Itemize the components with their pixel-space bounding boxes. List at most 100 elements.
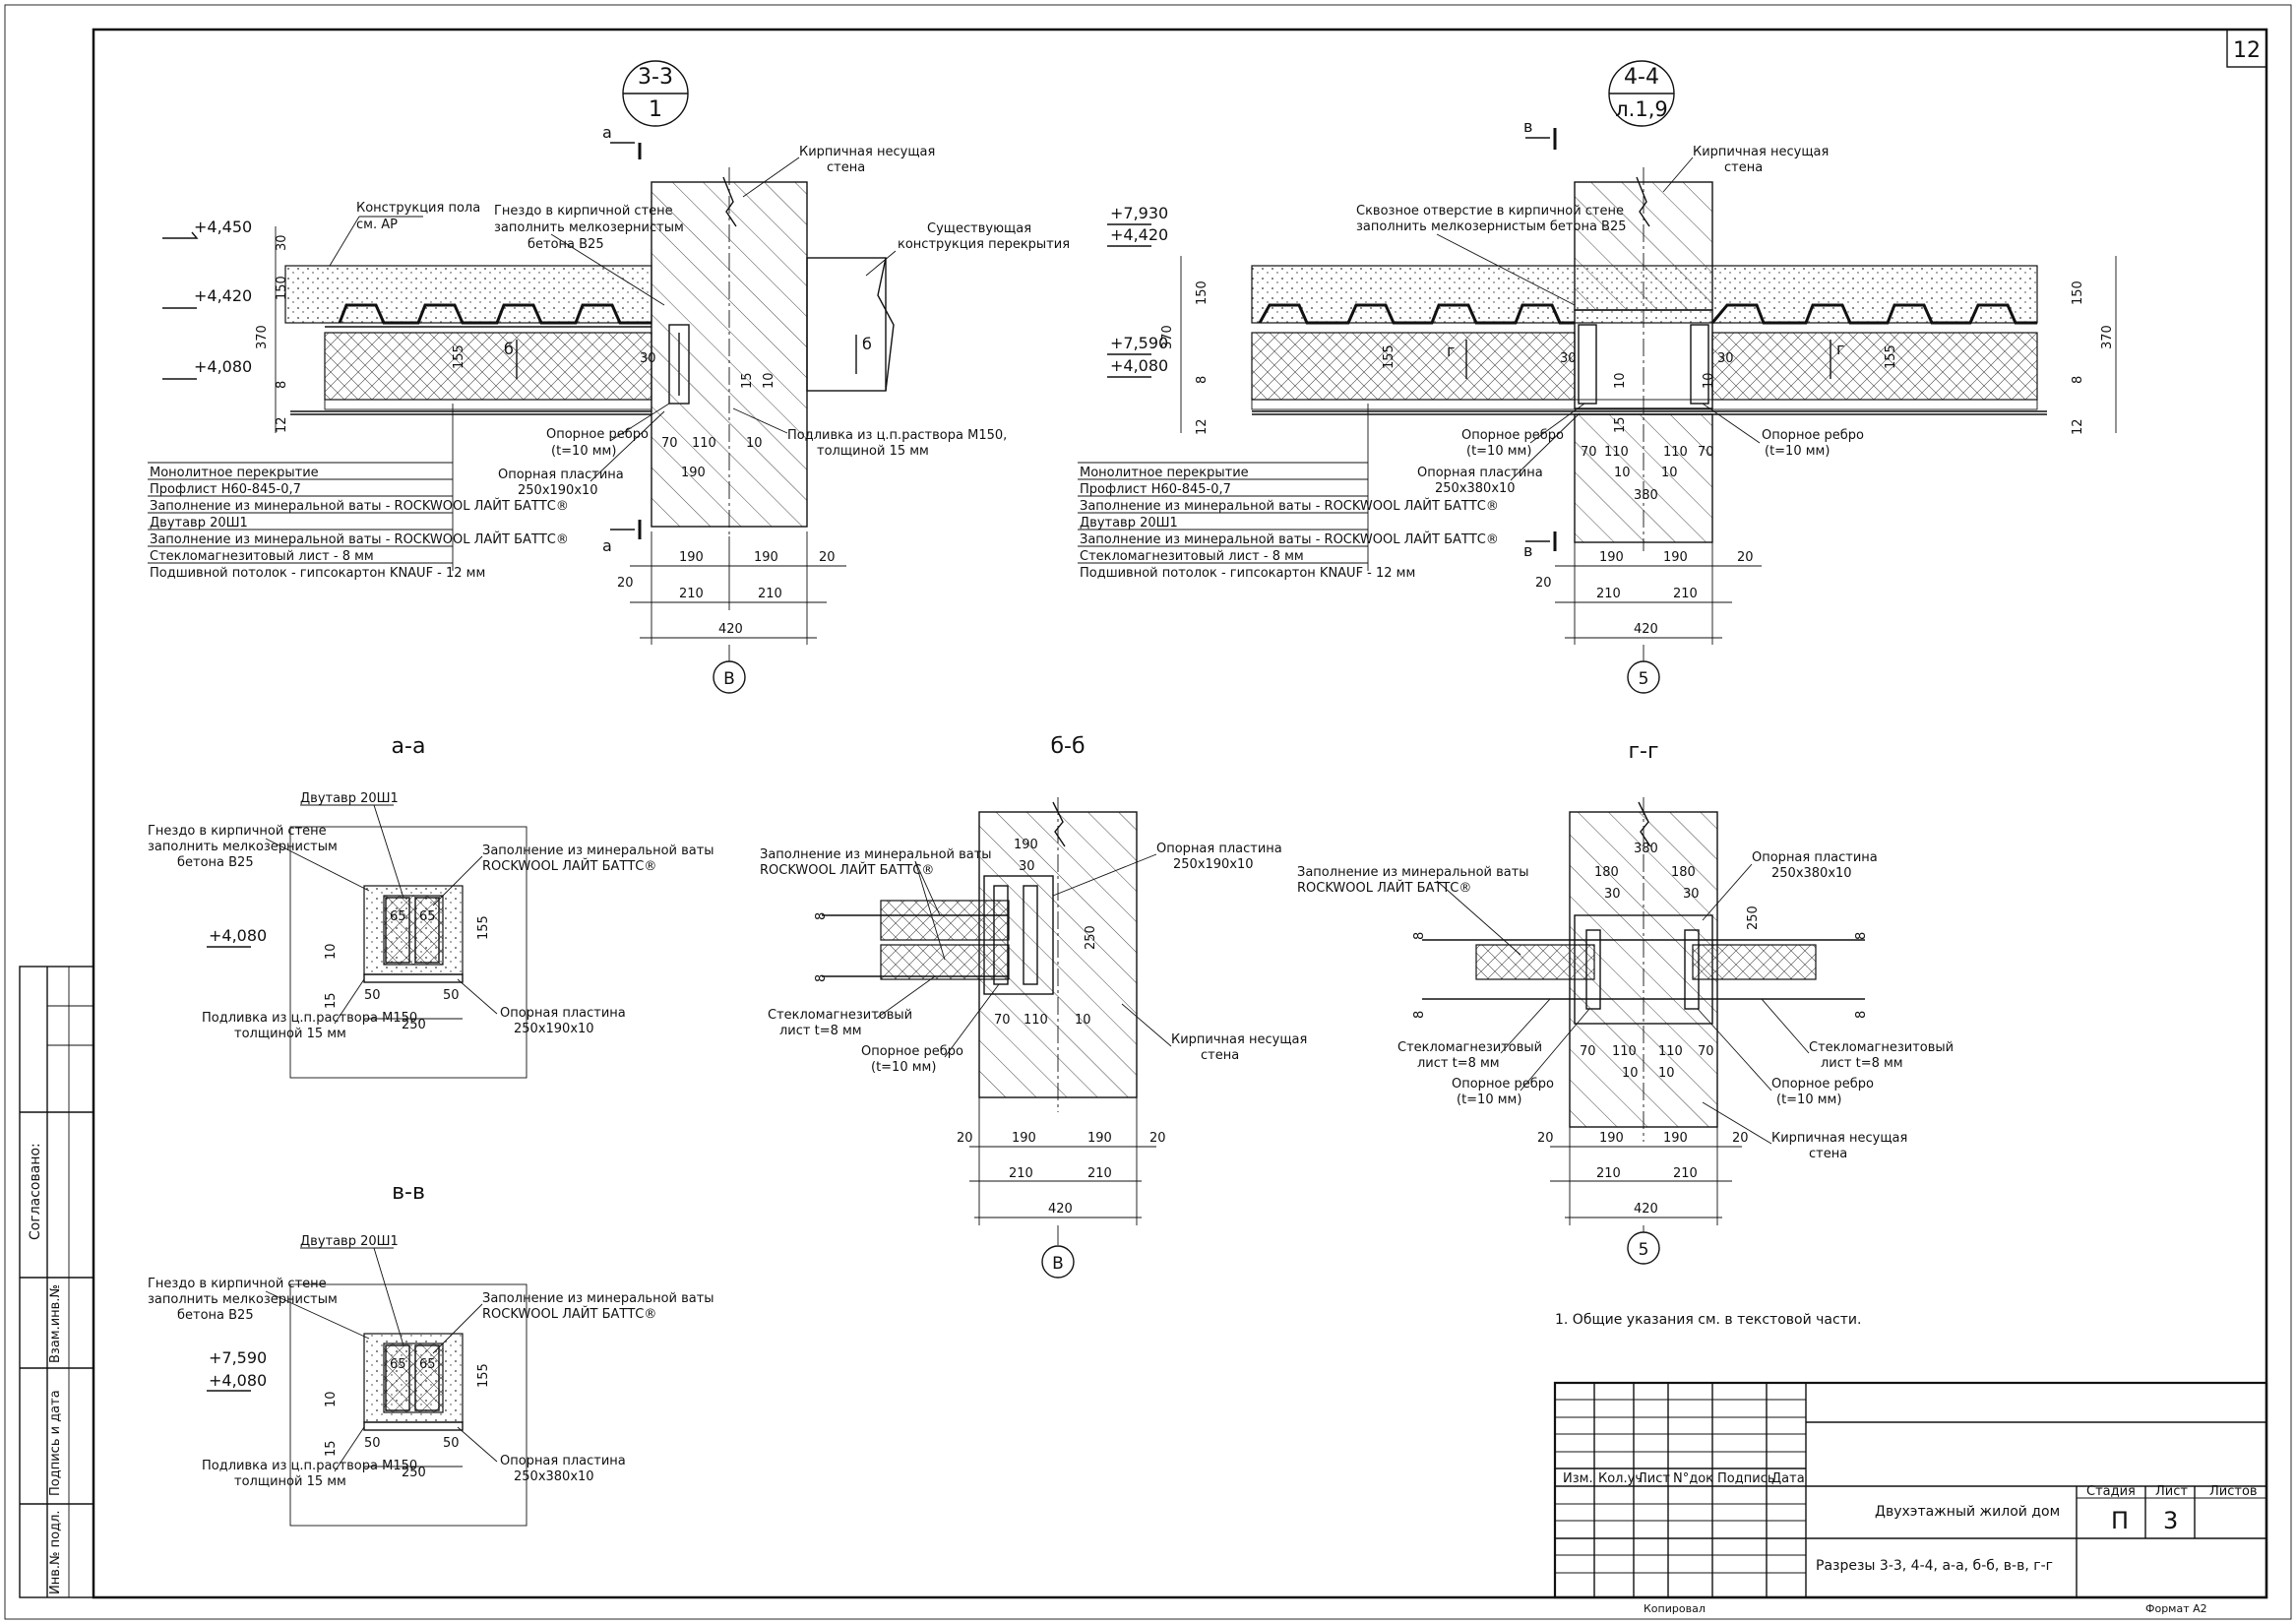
dim-44-10d: 10 — [1661, 466, 1678, 480]
dim-44-150: 150 — [1195, 281, 1210, 305]
tb-head-3: Лист — [1638, 1471, 1670, 1486]
dim-44-8: 8 — [1195, 376, 1210, 384]
dim-44-155r: 155 — [1884, 344, 1898, 369]
dim-44-20a: 20 — [1535, 576, 1552, 591]
axis-44: 5 — [1639, 669, 1649, 689]
note-gg-wall-1: Кирпичная несущая — [1771, 1131, 1907, 1146]
note-gg-glassl-2: лист t=8 мм — [1417, 1056, 1500, 1071]
legend-44-5: Заполнение из минеральной ваты - ROCKWOO… — [1080, 531, 1499, 547]
dim-gg-8b: 8 — [1412, 1011, 1427, 1019]
dim-44-10c: 10 — [1614, 466, 1631, 480]
dim-gg-8a: 8 — [1412, 932, 1427, 940]
dim-bb-190: 190 — [1014, 838, 1038, 852]
dim-33-b420: 420 — [718, 622, 743, 637]
section-4-4: 4-4 л.1,9 +7,930 +4,420 +7,590 +4,080 — [1078, 60, 2117, 694]
dim-44-20b: 20 — [1737, 550, 1754, 565]
tb-head-6: Дата — [1771, 1471, 1805, 1486]
dim-vv-65b: 65 — [419, 1357, 436, 1372]
note-gg-ribr-1: Опорное ребро — [1771, 1077, 1874, 1092]
note-44-ribr-1: Опорное ребро — [1762, 428, 1864, 443]
level-44-1: +7,930 — [1110, 204, 1168, 222]
dim-bb-8b: 8 — [814, 974, 829, 982]
dim-gg-420: 420 — [1634, 1202, 1658, 1217]
note-vv-mortar-1: Подливка из ц.п.раствора М150, — [202, 1459, 421, 1473]
note-44-hole-2: заполнить мелкозернистым бетона В25 — [1356, 219, 1627, 234]
cut-g-left: г — [1447, 342, 1455, 360]
level-44-2: +4,420 — [1110, 225, 1168, 244]
note-vv-plate-1: Опорная пластина — [500, 1454, 626, 1468]
note-gg-wool-1: Заполнение из минеральной ваты — [1297, 865, 1529, 880]
dim-bb-210b: 210 — [1087, 1166, 1112, 1181]
tb-format: Формат А2 — [2145, 1602, 2207, 1615]
note-vv-socket-3: бетона В25 — [177, 1308, 254, 1323]
dim-33-b10v: 10 — [762, 372, 776, 389]
dim-gg-8d: 8 — [1854, 1011, 1869, 1019]
section-3-3: 3-3 1 +4,450 +4,420 +4,080 30 150 370 15 — [148, 60, 1070, 694]
dim-gg-10a: 10 — [1622, 1066, 1639, 1081]
tb-building: Двухэтажный жилой дом — [1875, 1504, 2060, 1520]
dim-gg-190b: 190 — [1663, 1131, 1688, 1146]
dim-44-380: 380 — [1634, 488, 1658, 503]
legend-44-1: Монолитное перекрытие — [1080, 466, 1249, 480]
note-gg-plate-1: Опорная пластина — [1752, 850, 1878, 865]
legend-44-7: Подшивной потолок - гипсокартон KNAUF - … — [1080, 566, 1415, 581]
dim-33-b190b: 190 — [679, 550, 704, 565]
callout-33-bottom: 1 — [649, 97, 662, 122]
dim-33-370: 370 — [255, 325, 270, 349]
dim-bb-30: 30 — [1019, 859, 1035, 874]
note-vv-mortar-2: толщиной 15 мм — [234, 1474, 346, 1489]
dim-33-b20a: 20 — [617, 576, 634, 591]
title-vv: в-в — [392, 1180, 425, 1205]
dim-gg-10b: 10 — [1658, 1066, 1675, 1081]
section-a-a: а-а Двутавр 20Ш1 Гнездо в кирпичной стен… — [148, 734, 714, 1079]
dim-gg-250: 250 — [1746, 906, 1761, 930]
tb-stage-label: Стадия — [2086, 1484, 2136, 1499]
tb-head-5: Подпись — [1717, 1471, 1774, 1486]
dim-33-b20b: 20 — [819, 550, 836, 565]
cut-b-right: б — [862, 335, 872, 353]
dim-44-210a: 210 — [1596, 587, 1621, 601]
dim-gg-30b: 30 — [1683, 887, 1700, 902]
note-aa-socket-2: заполнить мелкозернистым — [148, 840, 338, 854]
dim-44-8r: 8 — [2071, 376, 2085, 384]
dim-bb-10: 10 — [1075, 1013, 1091, 1028]
legend-33-2: Профлист Н60-845-0,7 — [150, 482, 301, 497]
dim-gg-180a: 180 — [1594, 865, 1619, 880]
dim-33-b210a: 210 — [679, 587, 704, 601]
dim-bb-420: 420 — [1048, 1202, 1073, 1217]
level-33-3: +4,080 — [194, 357, 252, 376]
dim-gg-210b: 210 — [1673, 1166, 1698, 1181]
dim-33-b15: 15 — [740, 372, 755, 389]
dim-gg-8c: 8 — [1854, 932, 1869, 940]
note-33-rib-1: Опорное ребро — [546, 427, 649, 442]
cut-v-top: в — [1523, 117, 1532, 136]
title-aa: а-а — [392, 734, 426, 759]
note-44-plate-2: 250х380х10 — [1435, 481, 1516, 496]
note-33-floor-2: см. АР — [356, 218, 398, 232]
dim-33-b190c: 190 — [754, 550, 778, 565]
note-bb-plate-1: Опорная пластина — [1156, 842, 1282, 856]
note-aa-mortar-1: Подливка из ц.п.раствора М150, — [202, 1011, 421, 1026]
note-vv-wool-1: Заполнение из минеральной ваты — [482, 1291, 714, 1306]
side-stamp: Согласовано: Взам.инв.№ Подпись и дата И… — [19, 966, 94, 1598]
note-33-plate-2: 250х190х10 — [518, 483, 598, 498]
note-33-rib-2: (t=10 мм) — [551, 444, 616, 459]
note-33-socket-3: бетона В25 — [527, 237, 604, 252]
dim-aa-50a: 50 — [364, 988, 381, 1003]
note-33-socket-2: заполнить мелкозернистым — [494, 220, 684, 235]
note-33-socket-1: Гнездо в кирпичной стене — [494, 204, 673, 219]
dim-gg-110a: 110 — [1612, 1044, 1637, 1059]
cut-a-bottom: а — [602, 536, 612, 555]
dim-bb-8a: 8 — [814, 912, 829, 920]
cut-b-left: б — [504, 340, 514, 358]
note-vv-beam: Двутавр 20Ш1 — [300, 1234, 399, 1249]
sheet-number: 12 — [2233, 38, 2261, 63]
cut-a-top: а — [602, 123, 612, 142]
note-33-mortar-2: толщиной 15 мм — [817, 444, 929, 459]
note-gg-glassr-2: лист t=8 мм — [1821, 1056, 1903, 1071]
dim-44-12: 12 — [1195, 418, 1210, 435]
stamp-sign: Подпись и дата — [48, 1390, 63, 1496]
tb-head-2: Кол.уч — [1598, 1471, 1643, 1486]
note-bb-wall-1: Кирпичная несущая — [1171, 1032, 1307, 1047]
note-44-hole-1: Сквозное отверстие в кирпичной стене — [1356, 204, 1624, 219]
